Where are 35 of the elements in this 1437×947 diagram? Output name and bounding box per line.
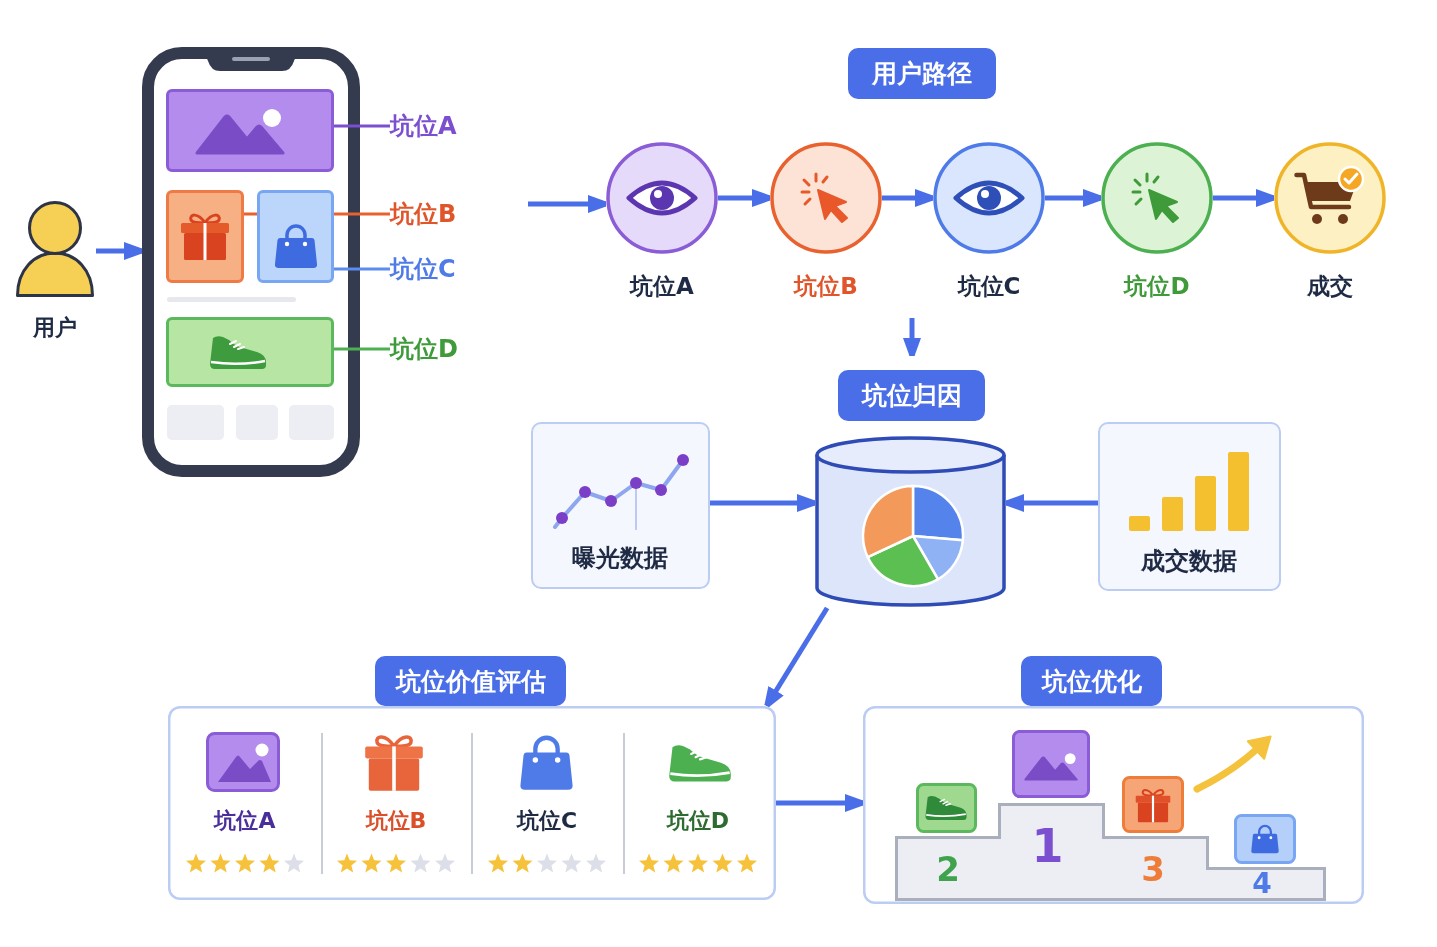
section-badge: 坑位价值评估 [375,656,566,706]
step-label: 成交 [1307,273,1353,301]
slot-label: 坑位D [390,334,458,364]
slot-box [257,190,334,283]
slot-label: 坑位D [666,807,730,835]
card-label: 成交数据 [1141,546,1237,576]
data-card [531,422,710,589]
slot-label: 坑位B [365,807,427,835]
slot-box [166,190,244,283]
user-label: 用户 [33,314,77,342]
podium-step: 4 [1209,867,1326,901]
section-badge: 坑位归因 [838,370,985,421]
leader-line [334,267,390,271]
podium-step: 1 [998,803,1105,901]
step-label: 坑位B [794,273,858,301]
step-label: 坑位C [957,273,1021,301]
step-label: 坑位A [630,273,694,301]
podium-step: 3 [1105,836,1209,901]
slot-label: 坑位A [390,111,457,141]
slot-label: 坑位C [516,807,578,835]
section-badge: 坑位优化 [1021,656,1162,706]
podium-step: 2 [895,836,998,901]
slot-box [166,89,334,172]
section-badge: 用户路径 [848,48,996,99]
step-label: 坑位D [1124,273,1190,301]
slot-box [166,317,334,387]
leader-line [334,124,390,128]
slot-label: 坑位B [390,199,457,229]
card-label: 曝光数据 [572,543,668,573]
slot-label: 坑位A [214,807,276,835]
panel [863,706,1364,904]
slot-label: 坑位C [390,254,456,284]
data-card [1098,422,1281,591]
leader-line [334,347,390,351]
panel [168,706,776,900]
